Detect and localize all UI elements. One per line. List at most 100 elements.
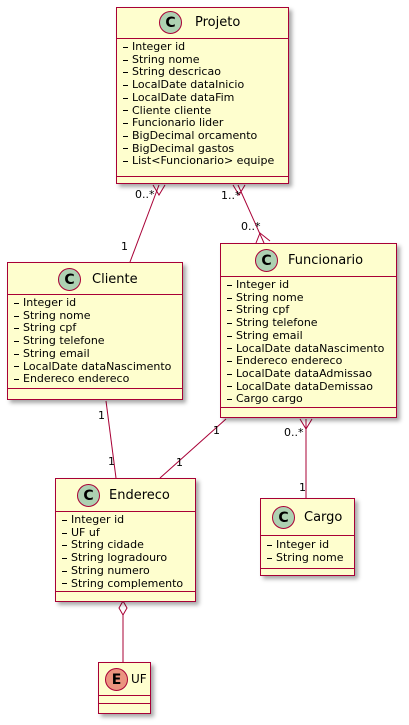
class-divider [221, 276, 396, 277]
class-divider [56, 591, 195, 592]
class-stereotype-icon: C [255, 249, 278, 272]
attribute-text: UF uf [71, 525, 100, 539]
attribute-text: String cpf [236, 303, 290, 317]
attribute-text: Funcionario lider [132, 116, 224, 130]
class-divider [261, 568, 354, 569]
attribute-text: String nome [236, 290, 304, 304]
enum-uf[interactable]: E UF [98, 662, 151, 714]
crowfoot-funcionario-cargo [299, 418, 313, 430]
class-stereotype-icon: C [58, 268, 81, 291]
class-name: Cargo [304, 510, 343, 525]
class-name: Endereco [109, 488, 170, 503]
attribute-list: Integer id String nome [267, 538, 344, 565]
attribute-text: String numero [71, 563, 150, 577]
attribute: Integer id [14, 296, 171, 310]
attribute: Cargo cargo [227, 393, 384, 406]
attribute-text: LocalDate dataFim [132, 90, 235, 104]
enum-stereotype-icon: E [105, 668, 128, 691]
attribute-list: Integer id UF uf String cidade String lo… [62, 513, 183, 591]
attribute: String telefone [14, 334, 171, 348]
attribute-text: String cpf [23, 321, 77, 335]
edge-funcionario-endereco [159, 418, 227, 479]
class-divider [99, 695, 150, 696]
attribute-text: Integer id [23, 296, 77, 309]
multiplicity-label: 0..* [241, 220, 261, 233]
attribute: List<Funcionario> equipe [123, 155, 274, 168]
attribute: String descricao [123, 66, 274, 79]
attribute: Integer id [123, 40, 274, 54]
class-divider [221, 407, 396, 408]
enum-name: UF [131, 672, 147, 686]
multiplicity-label: 1 [108, 455, 115, 468]
attribute-text: List<Funcionario> equipe [132, 154, 275, 168]
attribute-text: String email [236, 328, 303, 342]
attribute-text: String telefone [23, 334, 105, 348]
attribute: String nome [227, 290, 384, 305]
class-stereotype-icon: C [77, 484, 100, 507]
attribute: String telefone [227, 316, 384, 330]
attribute-text: LocalDate dataNascimento [23, 359, 172, 373]
attribute-text: Cargo cargo [236, 392, 303, 406]
attribute-list: Integer id String nome String cpf String… [227, 278, 385, 406]
attribute-text: Integer id [276, 538, 330, 551]
multiplicity-label: 1 [98, 409, 105, 422]
class-funcionario[interactable]: C Funcionario Integer id String nome Str… [220, 243, 397, 418]
attribute-text: Endereco endereco [236, 354, 343, 368]
attribute-text: String telefone [236, 316, 318, 330]
attribute-text: BigDecimal gastos [132, 141, 235, 155]
class-cargo[interactable]: C Cargo Integer id String nome [260, 498, 355, 576]
class-divider [99, 703, 150, 704]
attribute-text: LocalDate dataDemissao [236, 379, 374, 393]
class-divider [56, 511, 195, 512]
class-name: Funcionario [288, 253, 364, 268]
attribute: String cpf [14, 322, 171, 335]
attribute: Integer id [267, 538, 344, 552]
attribute-text: Integer id [71, 513, 125, 526]
multiplicity-label: 1..* [221, 189, 241, 202]
attribute: String email [227, 328, 384, 343]
multiplicity-label: 1 [213, 424, 220, 437]
attribute: Endereco endereco [14, 373, 171, 386]
attribute-text: Endereco endereco [23, 372, 130, 386]
class-stereotype-icon: C [272, 506, 295, 529]
multiplicity-label: 1 [176, 456, 183, 469]
attribute: LocalDate dataFim [123, 90, 274, 105]
attribute: String email [14, 347, 171, 361]
edge-cliente-endereco [105, 400, 117, 479]
attribute: LocalDate dataInicio [123, 78, 274, 92]
attribute: Integer id [227, 278, 384, 292]
crowfoot-projeto-funcionario-bottom [255, 232, 271, 244]
class-cliente[interactable]: C Cliente Integer id String nome String … [7, 262, 183, 400]
attribute-text: String logradouro [71, 551, 168, 565]
attribute: Endereco endereco [227, 355, 384, 368]
attribute: String nome [267, 550, 344, 565]
multiplicity-label: 0..* [284, 426, 304, 439]
attribute: String cpf [227, 304, 384, 317]
multiplicity-label: 1 [121, 240, 128, 253]
class-name: Projeto [195, 15, 241, 30]
aggregation-diamond [118, 599, 128, 617]
attribute: String nome [14, 308, 171, 323]
class-endereco[interactable]: C Endereco Integer id UF uf String cidad… [55, 478, 196, 602]
attribute: String complemento [62, 577, 183, 591]
class-divider [8, 294, 182, 295]
class-stereotype-icon: C [159, 11, 182, 34]
class-name: Cliente [92, 272, 138, 287]
class-projeto[interactable]: C Projeto Integer id String nome String … [116, 7, 289, 184]
attribute: UF uf [62, 525, 183, 540]
attribute-text: String nome [276, 550, 344, 564]
attribute-text: String cidade [71, 538, 144, 552]
multiplicity-label: 1 [299, 481, 306, 494]
attribute-text: String nome [23, 308, 91, 322]
attribute-text: Cliente cliente [132, 103, 212, 117]
attribute: LocalDate dataNascimento [227, 341, 385, 356]
attribute-text: LocalDate dataNascimento [236, 341, 385, 355]
attribute: LocalDate dataAdmissao [227, 367, 384, 381]
attribute-text: Integer id [236, 278, 290, 291]
attribute-list: Integer id String nome String cpf String… [14, 296, 172, 386]
attribute: BigDecimal gastos [123, 141, 274, 156]
attribute: LocalDate dataDemissao [227, 379, 384, 394]
attribute-list: Integer id String nome String descricao … [123, 40, 274, 168]
attribute-text: Integer id [132, 40, 186, 53]
